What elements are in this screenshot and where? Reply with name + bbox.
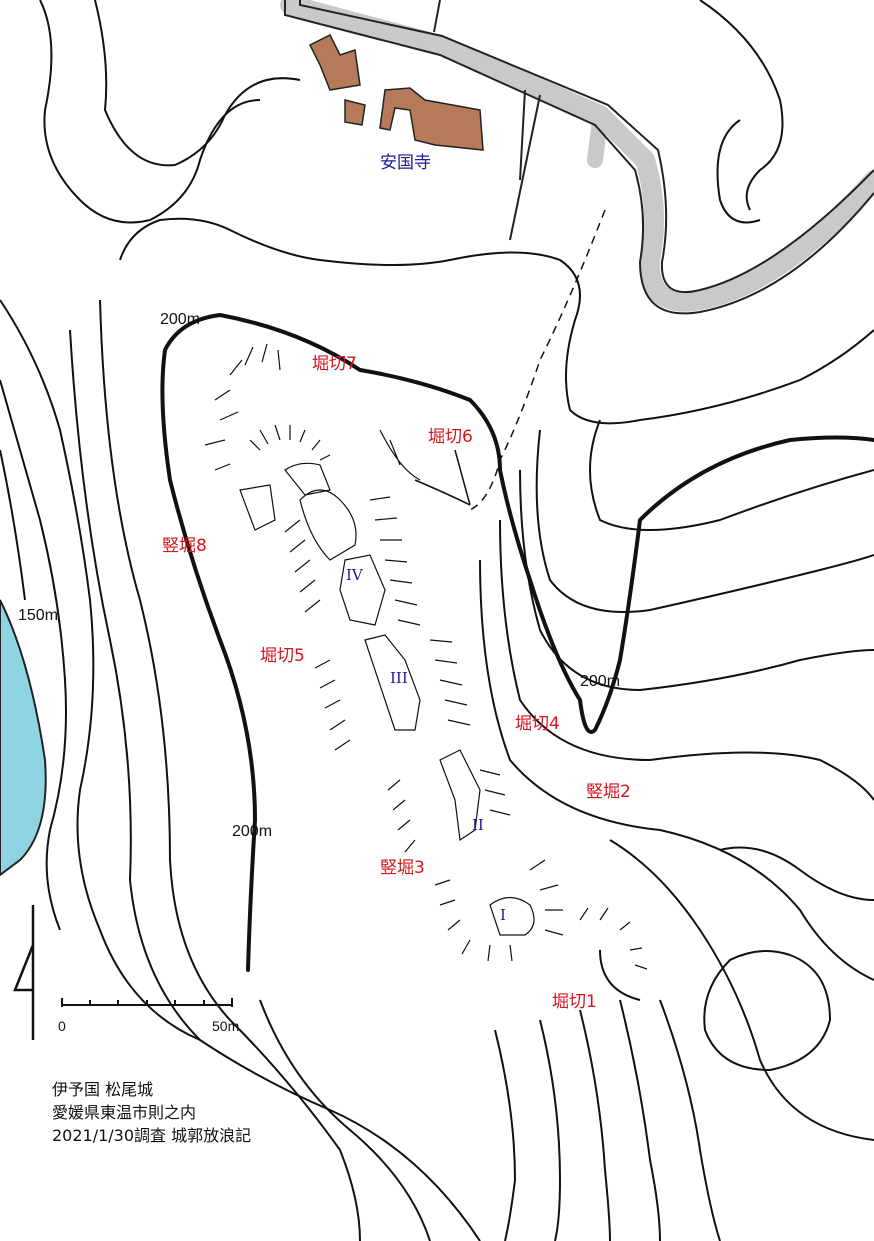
kuruwa1-label: I xyxy=(500,906,506,924)
temple-label: 安国寺 xyxy=(380,153,431,173)
scale-start-label: 0 xyxy=(58,1018,66,1034)
north-arrow xyxy=(13,905,35,1040)
scale-bar xyxy=(61,998,233,1007)
elevation-200m-top: 200m xyxy=(160,311,201,328)
info-location: 愛媛県東温市則之内 xyxy=(52,1103,197,1122)
kuruwa2-label: II xyxy=(472,816,484,834)
contour-200m xyxy=(160,313,874,972)
elevation-200m-left: 200m xyxy=(232,823,273,840)
tatebori3-label: 竪堀3 xyxy=(380,858,425,878)
trail xyxy=(414,479,471,506)
river xyxy=(0,599,47,877)
elevation-150m: 150m xyxy=(18,607,59,624)
horikiri5-label: 堀切5 xyxy=(260,646,305,666)
road xyxy=(280,0,874,312)
horikiri6-label: 堀切6 xyxy=(428,427,473,447)
scale-end-label: 50m xyxy=(212,1018,240,1034)
kuruwa3-label: III xyxy=(390,669,408,687)
horikiri4-label: 堀切4 xyxy=(515,714,560,734)
horikiri1-label: 堀切1 xyxy=(552,992,597,1012)
horikiri7-label: 堀切7 xyxy=(312,354,357,374)
map-info-block: 伊予国 松尾城 愛媛県東温市則之内 2021/1/30調査 城郭放浪記 xyxy=(52,1078,251,1147)
tatebori2-label: 竪堀2 xyxy=(586,782,631,802)
castle-hachures xyxy=(204,343,648,970)
elevation-200m-right: 200m xyxy=(580,673,621,690)
info-survey: 2021/1/30調査 城郭放浪記 xyxy=(52,1126,252,1145)
tatebori8-label: 竪堀8 xyxy=(162,536,207,556)
info-title: 伊予国 松尾城 xyxy=(52,1080,154,1099)
temple-buildings xyxy=(308,33,484,151)
kuruwa4-label: IV xyxy=(346,566,363,584)
dashed-path xyxy=(469,209,606,511)
